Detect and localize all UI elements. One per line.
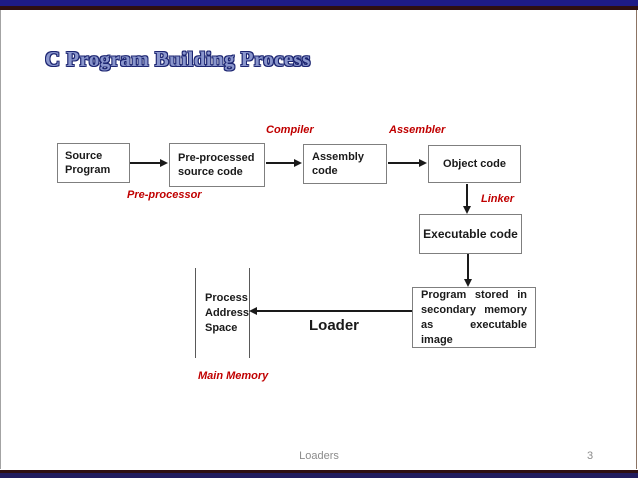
box-assembly-code: Assembly code: [303, 144, 387, 184]
arrow-object-to-executable-head-icon: [463, 206, 471, 214]
box-preprocessed-source-code-label: Pre-processed source code: [178, 152, 255, 178]
label-compiler: Compiler: [266, 124, 314, 136]
box-preprocessed-source-code: Pre-processed source code: [169, 143, 265, 187]
arrow-source-to-preprocessed-head-icon: [160, 159, 168, 167]
box-source-program-label: Source Program: [65, 150, 111, 176]
slide-title: C Program Building Process: [45, 47, 311, 71]
arrow-assembly-to-object-line: [388, 162, 420, 164]
arrow-program-to-memory-line: [257, 310, 412, 312]
footer-title: Loaders: [299, 450, 339, 462]
label-assembler: Assembler: [389, 124, 446, 136]
box-executable-code-label: Executable code: [423, 227, 518, 241]
process-address-space-label: Process Address Space: [205, 291, 250, 334]
main-memory-frame: Process Address Space: [195, 268, 250, 358]
arrow-executable-to-program-line: [467, 254, 469, 280]
box-object-code: Object code: [428, 145, 521, 183]
label-linker: Linker: [481, 193, 515, 205]
bottom-maroon-bar: [0, 470, 638, 473]
slide-right-edge: [636, 10, 637, 469]
arrow-preprocessed-to-assembly-head-icon: [294, 159, 302, 167]
top-navy-bar: [0, 0, 638, 6]
arrow-source-to-preprocessed-line: [130, 162, 162, 164]
box-source-program: Source Program: [57, 143, 130, 183]
arrow-preprocessed-to-assembly-line: [266, 162, 295, 164]
box-program-stored: Program stored in secondary memory as ex…: [412, 287, 536, 348]
label-main-memory: Main Memory: [198, 370, 269, 382]
slide-left-edge: [0, 10, 1, 469]
box-program-stored-label: Program stored in secondary memory as ex…: [421, 288, 527, 346]
box-executable-code: Executable code: [419, 214, 522, 254]
page-number: 3: [586, 450, 594, 462]
label-pre-processor: Pre-processor: [127, 189, 202, 201]
box-object-code-label: Object code: [443, 158, 506, 170]
arrow-object-to-executable-line: [466, 184, 468, 207]
top-maroon-bar: [0, 6, 638, 10]
label-loader: Loader: [309, 317, 360, 334]
arrow-assembly-to-object-head-icon: [419, 159, 427, 167]
arrow-executable-to-program-head-icon: [464, 279, 472, 287]
box-assembly-code-label: Assembly code: [312, 151, 364, 177]
bottom-navy-bar: [0, 473, 638, 478]
arrow-program-to-memory-head-icon: [249, 307, 257, 315]
